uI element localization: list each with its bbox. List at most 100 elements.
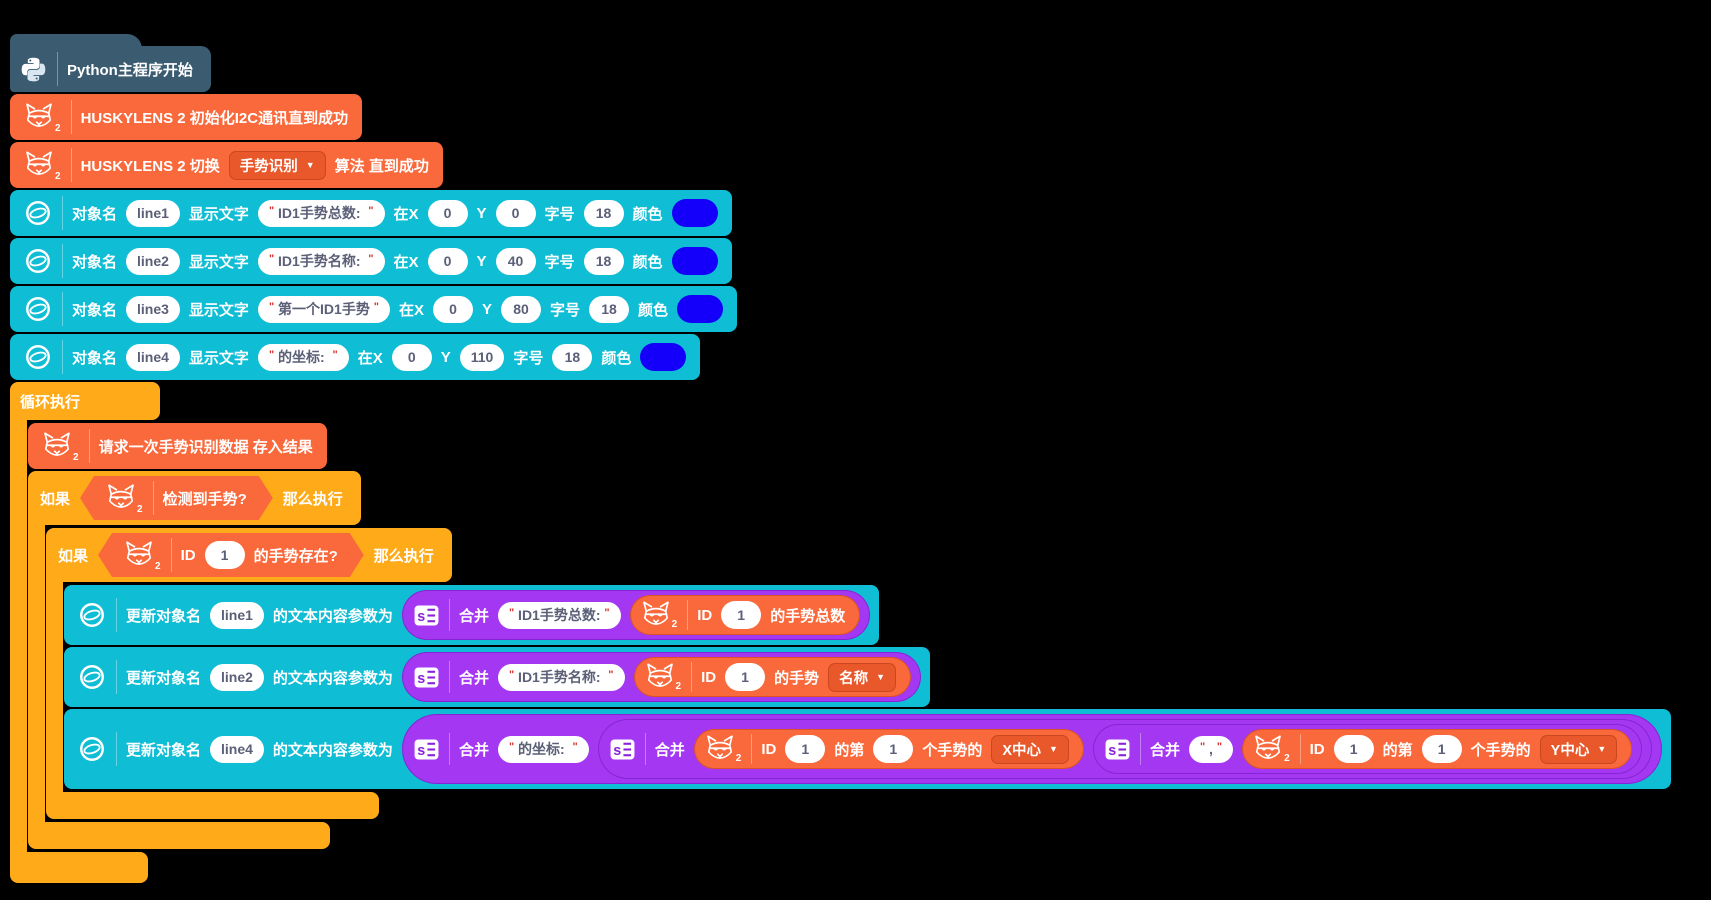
svg-text:s: s (613, 742, 621, 758)
object-name-input[interactable]: line1 (126, 199, 180, 227)
color-swatch[interactable] (677, 295, 724, 323)
color-label: 颜色 (601, 349, 632, 367)
loop-header[interactable]: 循环执行 (10, 382, 160, 420)
display-text-block-line4[interactable]: 对象名 line4 显示文字 " 的坐标: " 在X 0 Y 110 字号 18… (10, 334, 701, 380)
update-text-block-line1[interactable]: 更新对象名 line1 的文本内容参数为 s 合并 " ID1手势总数: " (64, 585, 880, 645)
id-gesture-exists-boolean[interactable]: 2 ID 1 的手势存在? (98, 533, 364, 577)
text-input[interactable]: " 的坐标: " (257, 343, 349, 371)
color-label: 颜色 (632, 253, 663, 271)
display-text-block-line3[interactable]: 对象名 line3 显示文字 " 第一个ID1手势 " 在X 0 Y 80 字号… (10, 286, 738, 332)
text-input[interactable]: " ID1手势总数: " (497, 601, 621, 629)
x-input[interactable]: 0 (432, 295, 473, 323)
text-input[interactable]: " ID1手势名称: " (257, 247, 385, 275)
display-ring-icon (24, 244, 63, 278)
chevron-down-icon: ▼ (305, 159, 315, 170)
update-suffix-label: 的文本内容参数为 (272, 669, 393, 687)
object-name-input[interactable]: line3 (126, 295, 180, 323)
if-id1-gesture-exists-block[interactable]: 如果 2 ID 1 的手势存在? 那么执行 (46, 528, 1672, 819)
text-input[interactable]: " ID1手势名称: " (497, 663, 625, 691)
text-input[interactable]: " 第一个ID1手势 " (257, 295, 390, 323)
text-input[interactable]: " 的坐标: " (497, 735, 589, 763)
string-join-icon: s (414, 599, 450, 631)
property-dropdown[interactable]: X中心 ▼ (991, 734, 1069, 764)
update-text-block-line4[interactable]: 更新对象名 line4 的文本内容参数为 s 合并 " 的坐标: " s (64, 709, 1672, 789)
join-block-nested[interactable]: s 合并 2 ID 1 的第 (597, 719, 1653, 779)
huskylens-init-block[interactable]: 2 HUSKYLENS 2 初始化I2C通讯直到成功 (10, 94, 363, 140)
font-size-input[interactable]: 18 (583, 247, 624, 275)
gesture-count-reporter[interactable]: 2 ID 1 的手势总数 (629, 595, 861, 635)
join-block[interactable]: s 合并 " 的坐标: " s 合并 2 (401, 714, 1663, 784)
huskylens-switch-algorithm-block[interactable]: 2 HUSKYLENS 2 切换 手势识别 ▼ 算法 直到成功 (10, 142, 443, 188)
join-block[interactable]: s 合并 " ID1手势名称: " 2 ID 1 (401, 652, 922, 702)
object-name-input[interactable]: line2 (126, 247, 180, 275)
font-size-input[interactable]: 18 (552, 343, 593, 371)
if-footer[interactable] (28, 822, 330, 849)
join-block[interactable]: s 合并 " ID1手势总数: " 2 ID 1 (401, 590, 871, 640)
property-dropdown[interactable]: 名称 ▼ (828, 662, 897, 692)
index-input[interactable]: 1 (1421, 735, 1462, 763)
if-label: 如果 (40, 490, 71, 508)
if-header[interactable]: 如果 2 ID 1 的手势存在? 那么执行 (46, 528, 452, 582)
text-input[interactable]: " ID1手势总数: " (257, 199, 385, 227)
y-input[interactable]: 0 (495, 199, 536, 227)
font-size-label: 字号 (544, 253, 575, 271)
loop-footer[interactable] (10, 852, 148, 883)
update-prefix-label: 更新对象名 (126, 669, 202, 687)
x-input[interactable]: 0 (427, 199, 468, 227)
chevron-down-icon: ▼ (876, 671, 886, 682)
if-gesture-detected-block[interactable]: 如果 2 检测到手势? 那么执行 如果 (28, 471, 1672, 849)
y-label: Y (440, 348, 451, 366)
x-input[interactable]: 0 (391, 343, 432, 371)
object-name-input[interactable]: line2 (210, 663, 264, 691)
gesture-y-center-reporter[interactable]: 2 ID 1 的第 1 个手势的 (1242, 729, 1633, 769)
block-stack: Python主程序开始 2 HUSKYLENS 2 初始化I2C通讯直到成功 2… (10, 34, 1672, 883)
display-text-block-line1[interactable]: 对象名 line1 显示文字 " ID1手势总数: " 在X 0 Y 0 字号 … (10, 190, 732, 236)
request-gesture-data-block[interactable]: 2 请求一次手势识别数据 存入结果 (28, 423, 327, 469)
y-label: Y (481, 300, 492, 318)
string-join-icon: s (414, 733, 450, 765)
gesture-detected-boolean[interactable]: 2 检测到手势? (80, 476, 273, 520)
color-swatch[interactable] (671, 199, 718, 227)
python-main-start-hat-block[interactable]: Python主程序开始 (10, 34, 211, 92)
huskylens-icon: 2 (641, 600, 689, 630)
y-input[interactable]: 40 (495, 247, 536, 275)
reporter-label: 的手势 (774, 669, 820, 687)
object-name-label: 对象名 (72, 253, 118, 271)
property-dropdown[interactable]: Y中心 ▼ (1539, 734, 1618, 764)
id-input[interactable]: 1 (725, 663, 766, 691)
object-name-input[interactable]: line4 (210, 735, 264, 763)
id-input[interactable]: 1 (205, 541, 245, 569)
y-input[interactable]: 80 (500, 295, 541, 323)
object-name-input[interactable]: line1 (210, 601, 264, 629)
id-input[interactable]: 1 (785, 735, 826, 763)
if-footer[interactable] (46, 792, 379, 819)
display-text-block-line2[interactable]: 对象名 line2 显示文字 " ID1手势名称: " 在X 0 Y 40 字号… (10, 238, 732, 284)
reporter-label: 的第 (1382, 741, 1413, 759)
reporter-label: 的第 (834, 741, 865, 759)
gesture-x-center-reporter[interactable]: 2 ID 1 的第 1 个手势的 X中心 (693, 729, 1084, 769)
hat-label: Python主程序开始 (67, 61, 193, 79)
font-size-input[interactable]: 18 (583, 199, 624, 227)
forever-loop-block[interactable]: 循环执行 2 请求一次手势识别数据 存入结果 如果 2 检测到手势? (10, 382, 1672, 883)
join-block-nested[interactable]: s 合并 " , " 2 ID (1092, 724, 1643, 774)
font-size-label: 字号 (544, 205, 575, 223)
text-input[interactable]: " , " (1188, 735, 1234, 763)
index-input[interactable]: 1 (873, 735, 914, 763)
algorithm-dropdown[interactable]: 手势识别 ▼ (228, 150, 326, 180)
if-header[interactable]: 如果 2 检测到手势? 那么执行 (28, 471, 361, 525)
y-input[interactable]: 110 (459, 343, 505, 371)
update-prefix-label: 更新对象名 (126, 607, 202, 625)
color-swatch[interactable] (640, 343, 687, 371)
join-label: 合并 (458, 669, 489, 687)
object-name-input[interactable]: line4 (126, 343, 180, 371)
font-size-input[interactable]: 18 (589, 295, 629, 323)
gesture-name-reporter[interactable]: 2 ID 1 的手势 名称 ▼ (633, 657, 912, 697)
x-input[interactable]: 0 (427, 247, 468, 275)
id-input[interactable]: 1 (1333, 735, 1374, 763)
switch-suffix-label: 算法 直到成功 (334, 157, 429, 175)
id-input[interactable]: 1 (721, 601, 762, 629)
color-swatch[interactable] (671, 247, 718, 275)
reporter-label: 个手势的 (1470, 741, 1531, 759)
update-text-block-line2[interactable]: 更新对象名 line2 的文本内容参数为 s 合并 " ID1手势名称: " (64, 647, 931, 707)
